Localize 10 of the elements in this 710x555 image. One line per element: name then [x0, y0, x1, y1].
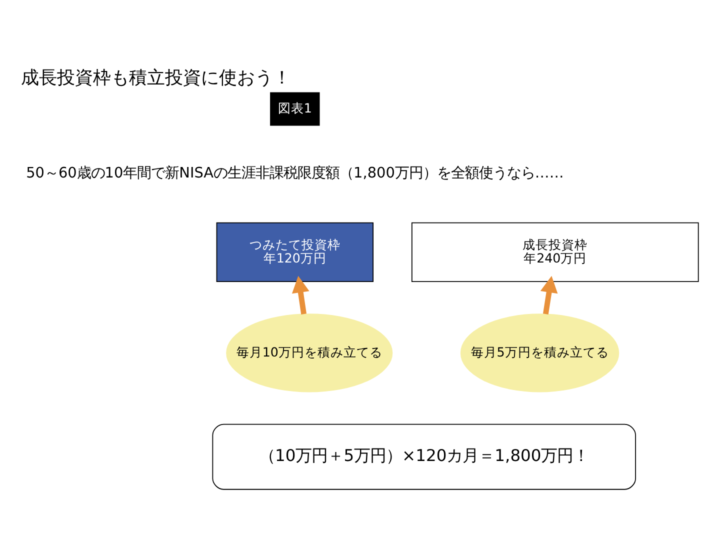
diagram-title: 成長投資枠も積立投資に使おう！	[21, 68, 292, 89]
node-box: （10万円＋5万円）×120カ月＝1,800万円！	[212, 424, 636, 490]
label: 50～60歳の10年間で新NISAの生涯非課税限度額（1,800万円）を全額使うなら……	[26, 165, 564, 182]
arrow	[540, 276, 558, 314]
arrow	[292, 276, 310, 314]
node-ellipse: 毎月5万円を積み立てる	[460, 314, 620, 392]
node-box: つみたて投資枠 年120万円	[216, 222, 374, 282]
node-ellipse: 毎月10万円を積み立てる	[226, 314, 393, 392]
label: 図表1	[278, 100, 312, 116]
node-box: 成長投資枠 年240万円	[411, 222, 699, 282]
